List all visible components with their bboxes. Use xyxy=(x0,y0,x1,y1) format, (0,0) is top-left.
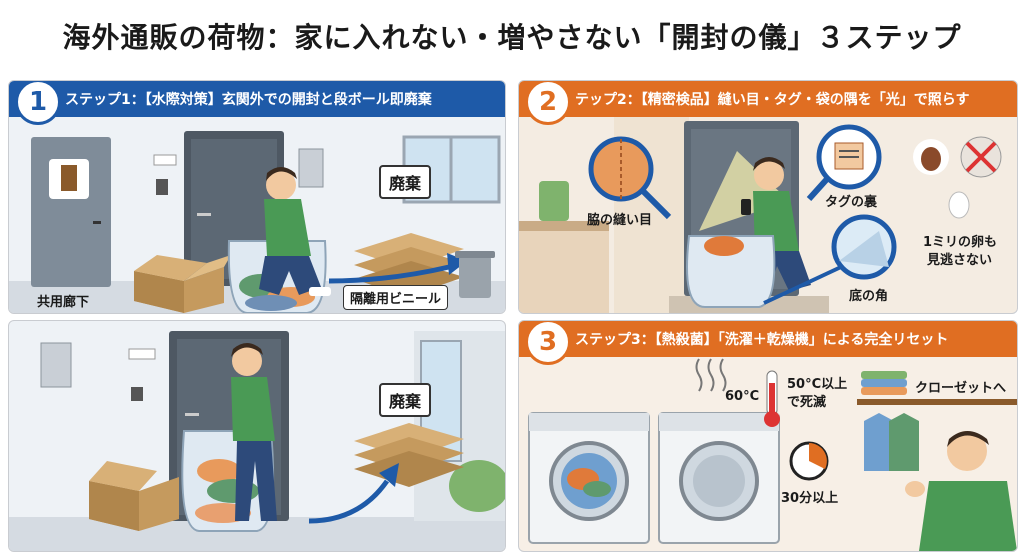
dispose-label-2: 廃棄 xyxy=(379,383,432,417)
step-1b-illustration xyxy=(9,331,505,551)
kill-temp-label-1: 50°C以上 xyxy=(787,377,848,392)
corridor-label: 共用廊下 xyxy=(37,295,90,310)
step-3-number: 3 xyxy=(525,321,571,365)
dispose-label: 廃棄 xyxy=(379,165,432,199)
egg-label-1: 1ミリの卵も xyxy=(923,235,998,250)
tag-label: タグの裏 xyxy=(825,195,878,210)
step-3-panel: ステップ3：【熱殺菌】「洗濯＋乾燥機」による完全リセット 3 60°C 50°C… xyxy=(518,320,1018,552)
step-1-heading: ステップ1：【水際対策】玄関外での開封と段ボール即廃棄 xyxy=(9,81,505,117)
time-label: 30分以上 xyxy=(781,491,839,506)
step-3-heading: ステップ3：【熱殺菌】「洗濯＋乾燥機」による完全リセット xyxy=(519,321,1017,357)
seam-label: 脇の縫い目 xyxy=(587,213,653,228)
temperature-label: 60°C xyxy=(725,389,760,404)
quarantine-bag-label: 隔離用ビニール xyxy=(343,285,449,310)
kill-temp-label-2: で死滅 xyxy=(787,395,827,410)
page-title: 海外通販の荷物：家に入れない・増やさない「開封の儀」３ステップ xyxy=(62,21,962,54)
step-2-number: 2 xyxy=(525,81,571,125)
corner-label: 底の角 xyxy=(849,289,889,304)
egg-label-2: 見逃さない xyxy=(927,253,993,268)
step-1-continued-panel: 廃棄 xyxy=(8,320,506,552)
step-2-illustration xyxy=(519,117,1002,313)
step-1-panel: ステップ1：【水際対策】玄関外での開封と段ボール即廃棄 1 共用廊下 廃棄 隔離… xyxy=(8,80,506,314)
step-2-panel: テップ2：【精密検品】縫い目・タグ・袋の隅を「光」で照らす 2 脇の縫い目 タグ… xyxy=(518,80,1018,314)
closet-label: クローゼットへ xyxy=(915,381,1007,396)
step-1-number: 1 xyxy=(15,81,61,125)
step-1-illustration xyxy=(9,131,505,313)
step-3-illustration xyxy=(528,358,1017,551)
step-2-heading: テップ2：【精密検品】縫い目・タグ・袋の隅を「光」で照らす xyxy=(519,81,1017,117)
